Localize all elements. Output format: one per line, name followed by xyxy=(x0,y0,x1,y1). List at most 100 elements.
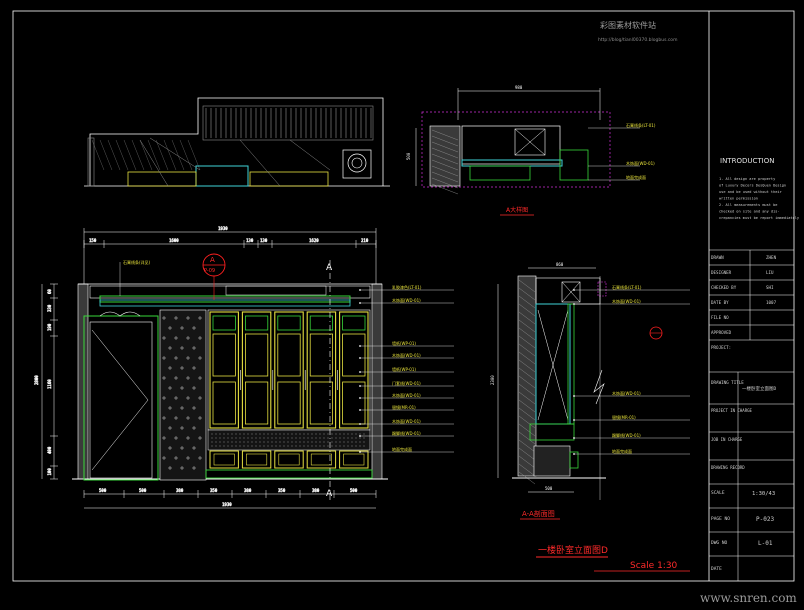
tb-page-value: P-023 xyxy=(756,516,774,523)
site-watermark: www.snren.com xyxy=(700,591,797,605)
dimension-label: 500 xyxy=(99,488,107,493)
aa-annotation: 银镜(MR-01) xyxy=(612,414,636,420)
dimension-label: 350 xyxy=(210,488,218,493)
dimension-label: 1620 xyxy=(309,238,319,243)
tb-project-label: PROJECT: xyxy=(711,345,731,350)
tb-row-value: ZHEN xyxy=(766,255,777,260)
aa-annotation: 踢脚线(WD-01) xyxy=(612,432,641,438)
tb-row-value: LIU xyxy=(766,270,774,275)
main-annotation: 墙纸(WP-01) xyxy=(392,340,416,346)
tb-scale-value: 1:30/43 xyxy=(752,491,775,497)
dimension-label: 380 xyxy=(312,488,320,493)
title-block: INTRODUCTION 1. All design are property o… xyxy=(709,157,800,581)
tb-job-in-charge: JOB IN CHARGE xyxy=(711,437,743,442)
tb-row-value: SHI xyxy=(766,285,774,290)
section-aa: 860 2300 500 石膏线条(LT-01)木饰面(WD-01)木饰面(WD… xyxy=(490,262,690,520)
section-aa-title: A-A剖面图 xyxy=(522,509,555,518)
dimension-label: 330 xyxy=(47,304,52,312)
wardrobe-drawer xyxy=(274,450,304,469)
dimension-label: 210 xyxy=(361,238,369,243)
tb-page-label: PAGE NO xyxy=(711,516,730,522)
dimension-label: 500 xyxy=(350,488,358,493)
main-annotation: 踢脚线(WD-01) xyxy=(392,430,421,436)
wardrobe-drawer xyxy=(209,450,239,469)
section-mark-top: A xyxy=(326,263,333,273)
dimension-label: 380 xyxy=(176,488,184,493)
wardrobe-door xyxy=(339,311,369,429)
wardrobe-drawer xyxy=(339,450,369,469)
aa-dim-height: 2300 xyxy=(490,375,495,385)
dimension-label: 190 xyxy=(47,323,52,331)
dimension-label: 380 xyxy=(244,488,252,493)
aa-annotation: 木饰面(WD-01) xyxy=(612,298,641,304)
tb-drawing-title-label: DRAWING TITLE xyxy=(711,380,744,385)
tb-date-label: DATE xyxy=(711,566,722,572)
dimension-label: 100 xyxy=(47,468,52,476)
main-annotation: 门套线(WD-01) xyxy=(392,380,421,386)
title-block-note: checked on site and any dis- xyxy=(719,210,780,214)
main-annotation: 木饰面(WD-01) xyxy=(392,392,421,398)
dimension-label: 130 xyxy=(246,238,254,243)
watermark-line2: http://blog/tianl00370.blogbus.com xyxy=(598,37,677,43)
main-dim-total: 1930 xyxy=(218,226,228,231)
title-block-note: written permission xyxy=(719,197,758,201)
aa-dim-top: 860 xyxy=(556,262,564,267)
title-block-note: 1. All design are property xyxy=(719,177,776,181)
title-block-note: of Luxury Decors DesQuen Design xyxy=(719,184,786,188)
title-block-note: use and be used without their xyxy=(719,190,783,194)
dimension-label: 60 xyxy=(47,289,52,294)
plan-view xyxy=(84,97,390,187)
title-block-note: crepancies must be report immediately xyxy=(719,216,800,220)
aa-dim-bottom: 500 xyxy=(545,486,553,491)
wardrobe-drawer xyxy=(306,450,337,469)
dimension-label: 350 xyxy=(278,488,286,493)
main-annotation: 木饰面(WD-01) xyxy=(392,352,421,358)
main-dim-height: 2800 xyxy=(34,375,39,385)
wardrobe-door xyxy=(209,311,239,429)
detail-a-dim-top: 980 xyxy=(515,85,523,90)
detail-callout-letter: A xyxy=(210,256,215,264)
tb-row-label: APPROVED xyxy=(711,330,732,335)
wardrobe-drawer xyxy=(241,450,272,469)
main-annotation: 乳胶漆色(LT-01) xyxy=(392,284,422,290)
detail-a-note-3: 地面完成面 xyxy=(626,174,646,180)
tb-row-label: DATE BY xyxy=(711,300,729,305)
tb-dwg-value: L-01 xyxy=(758,540,773,547)
section-mark-bottom: A xyxy=(326,489,333,499)
detail-a-note-2: 木饰面(WD-01) xyxy=(626,160,655,166)
aa-annotation: 木饰面(WD-01) xyxy=(612,390,641,396)
aa-annotation: 地面完成面 xyxy=(612,448,632,454)
detail-a-title: A大样图 xyxy=(506,206,528,214)
tb-row-label: DESIGNER xyxy=(711,270,732,275)
dimension-label: 500 xyxy=(139,488,147,493)
dimension-label: 1600 xyxy=(169,238,179,243)
dimension-label: 1160 xyxy=(47,379,52,389)
tb-row-label: CHECKED BY xyxy=(711,285,737,290)
main-elevation-title: 一楼卧室立面图D xyxy=(538,544,608,556)
title-block-note: 2. All measurements must be xyxy=(719,203,777,207)
detail-a: 980 石膏线条(LT-01) 木饰面(WD-01) 地面完成面 500 A大样… xyxy=(406,85,656,216)
dimension-label: 150 xyxy=(89,238,97,243)
main-dim-bottom-total: 1930 xyxy=(222,502,232,507)
dimension-label: 130 xyxy=(260,238,268,243)
detail-a-dim-left: 500 xyxy=(406,152,411,160)
tb-row-label: DRAWN xyxy=(711,255,724,260)
main-note-top: 石膏线条(详见) xyxy=(123,259,151,265)
detail-callout-page: P-09 xyxy=(204,268,215,274)
tb-row-value: 1007 xyxy=(766,300,777,305)
detail-a-note-1: 石膏线条(LT-01) xyxy=(626,122,656,128)
main-annotation: 地面完成面 xyxy=(392,446,412,452)
tb-drawing-record: DRAWING RECORD xyxy=(711,465,745,470)
tb-row-label: FILE NO xyxy=(711,315,729,320)
tb-drawing-title-value: 一楼卧室立面图D xyxy=(742,385,776,392)
main-annotation: 墙纸(WP-01) xyxy=(392,366,416,372)
main-annotation: 银镜(MR-01) xyxy=(392,404,416,410)
wardrobe-door xyxy=(274,311,304,429)
title-block-introduction: INTRODUCTION xyxy=(720,157,774,165)
wardrobe-door xyxy=(306,311,337,429)
dimension-label: 400 xyxy=(47,446,52,454)
main-annotation: 木饰面(WD-01) xyxy=(392,297,421,303)
main-elevation: 1930 150 1600 130 130 1620 210 500 500 380 350 380… xyxy=(34,226,454,509)
main-annotation: 木饰面(WD-01) xyxy=(392,418,421,424)
